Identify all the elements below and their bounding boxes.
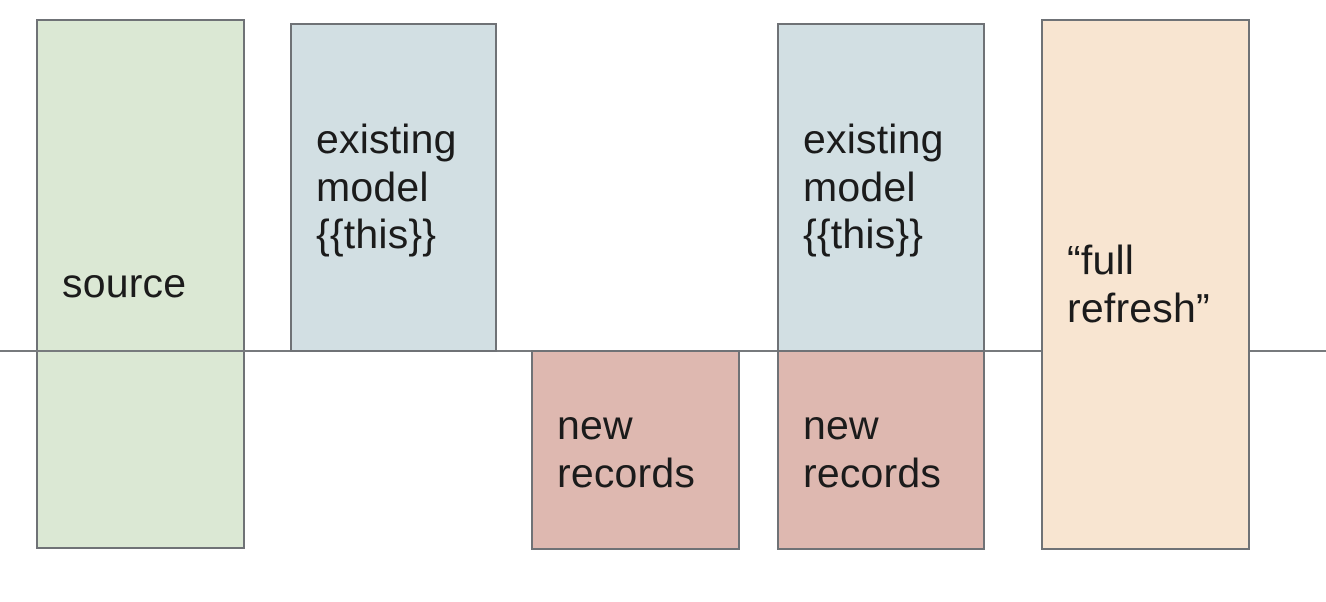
existing-model-box-2: existing model {{this}} [777, 23, 985, 352]
source-box: source [36, 19, 245, 549]
existing-model-box-1-label: existing model {{this}} [316, 115, 457, 258]
existing-model-box-2-label: existing model {{this}} [803, 115, 944, 258]
new-records-box-2-label: new records [803, 402, 942, 496]
existing-model-box-1: existing model {{this}} [290, 23, 497, 352]
new-records-box-1-label: new records [557, 402, 696, 496]
new-records-box-1: new records [531, 350, 740, 550]
full-refresh-box: “full refresh” [1041, 19, 1250, 550]
new-records-box-2: new records [777, 350, 985, 550]
full-refresh-box-label: “full refresh” [1067, 236, 1210, 331]
source-box-label: source [62, 260, 187, 307]
